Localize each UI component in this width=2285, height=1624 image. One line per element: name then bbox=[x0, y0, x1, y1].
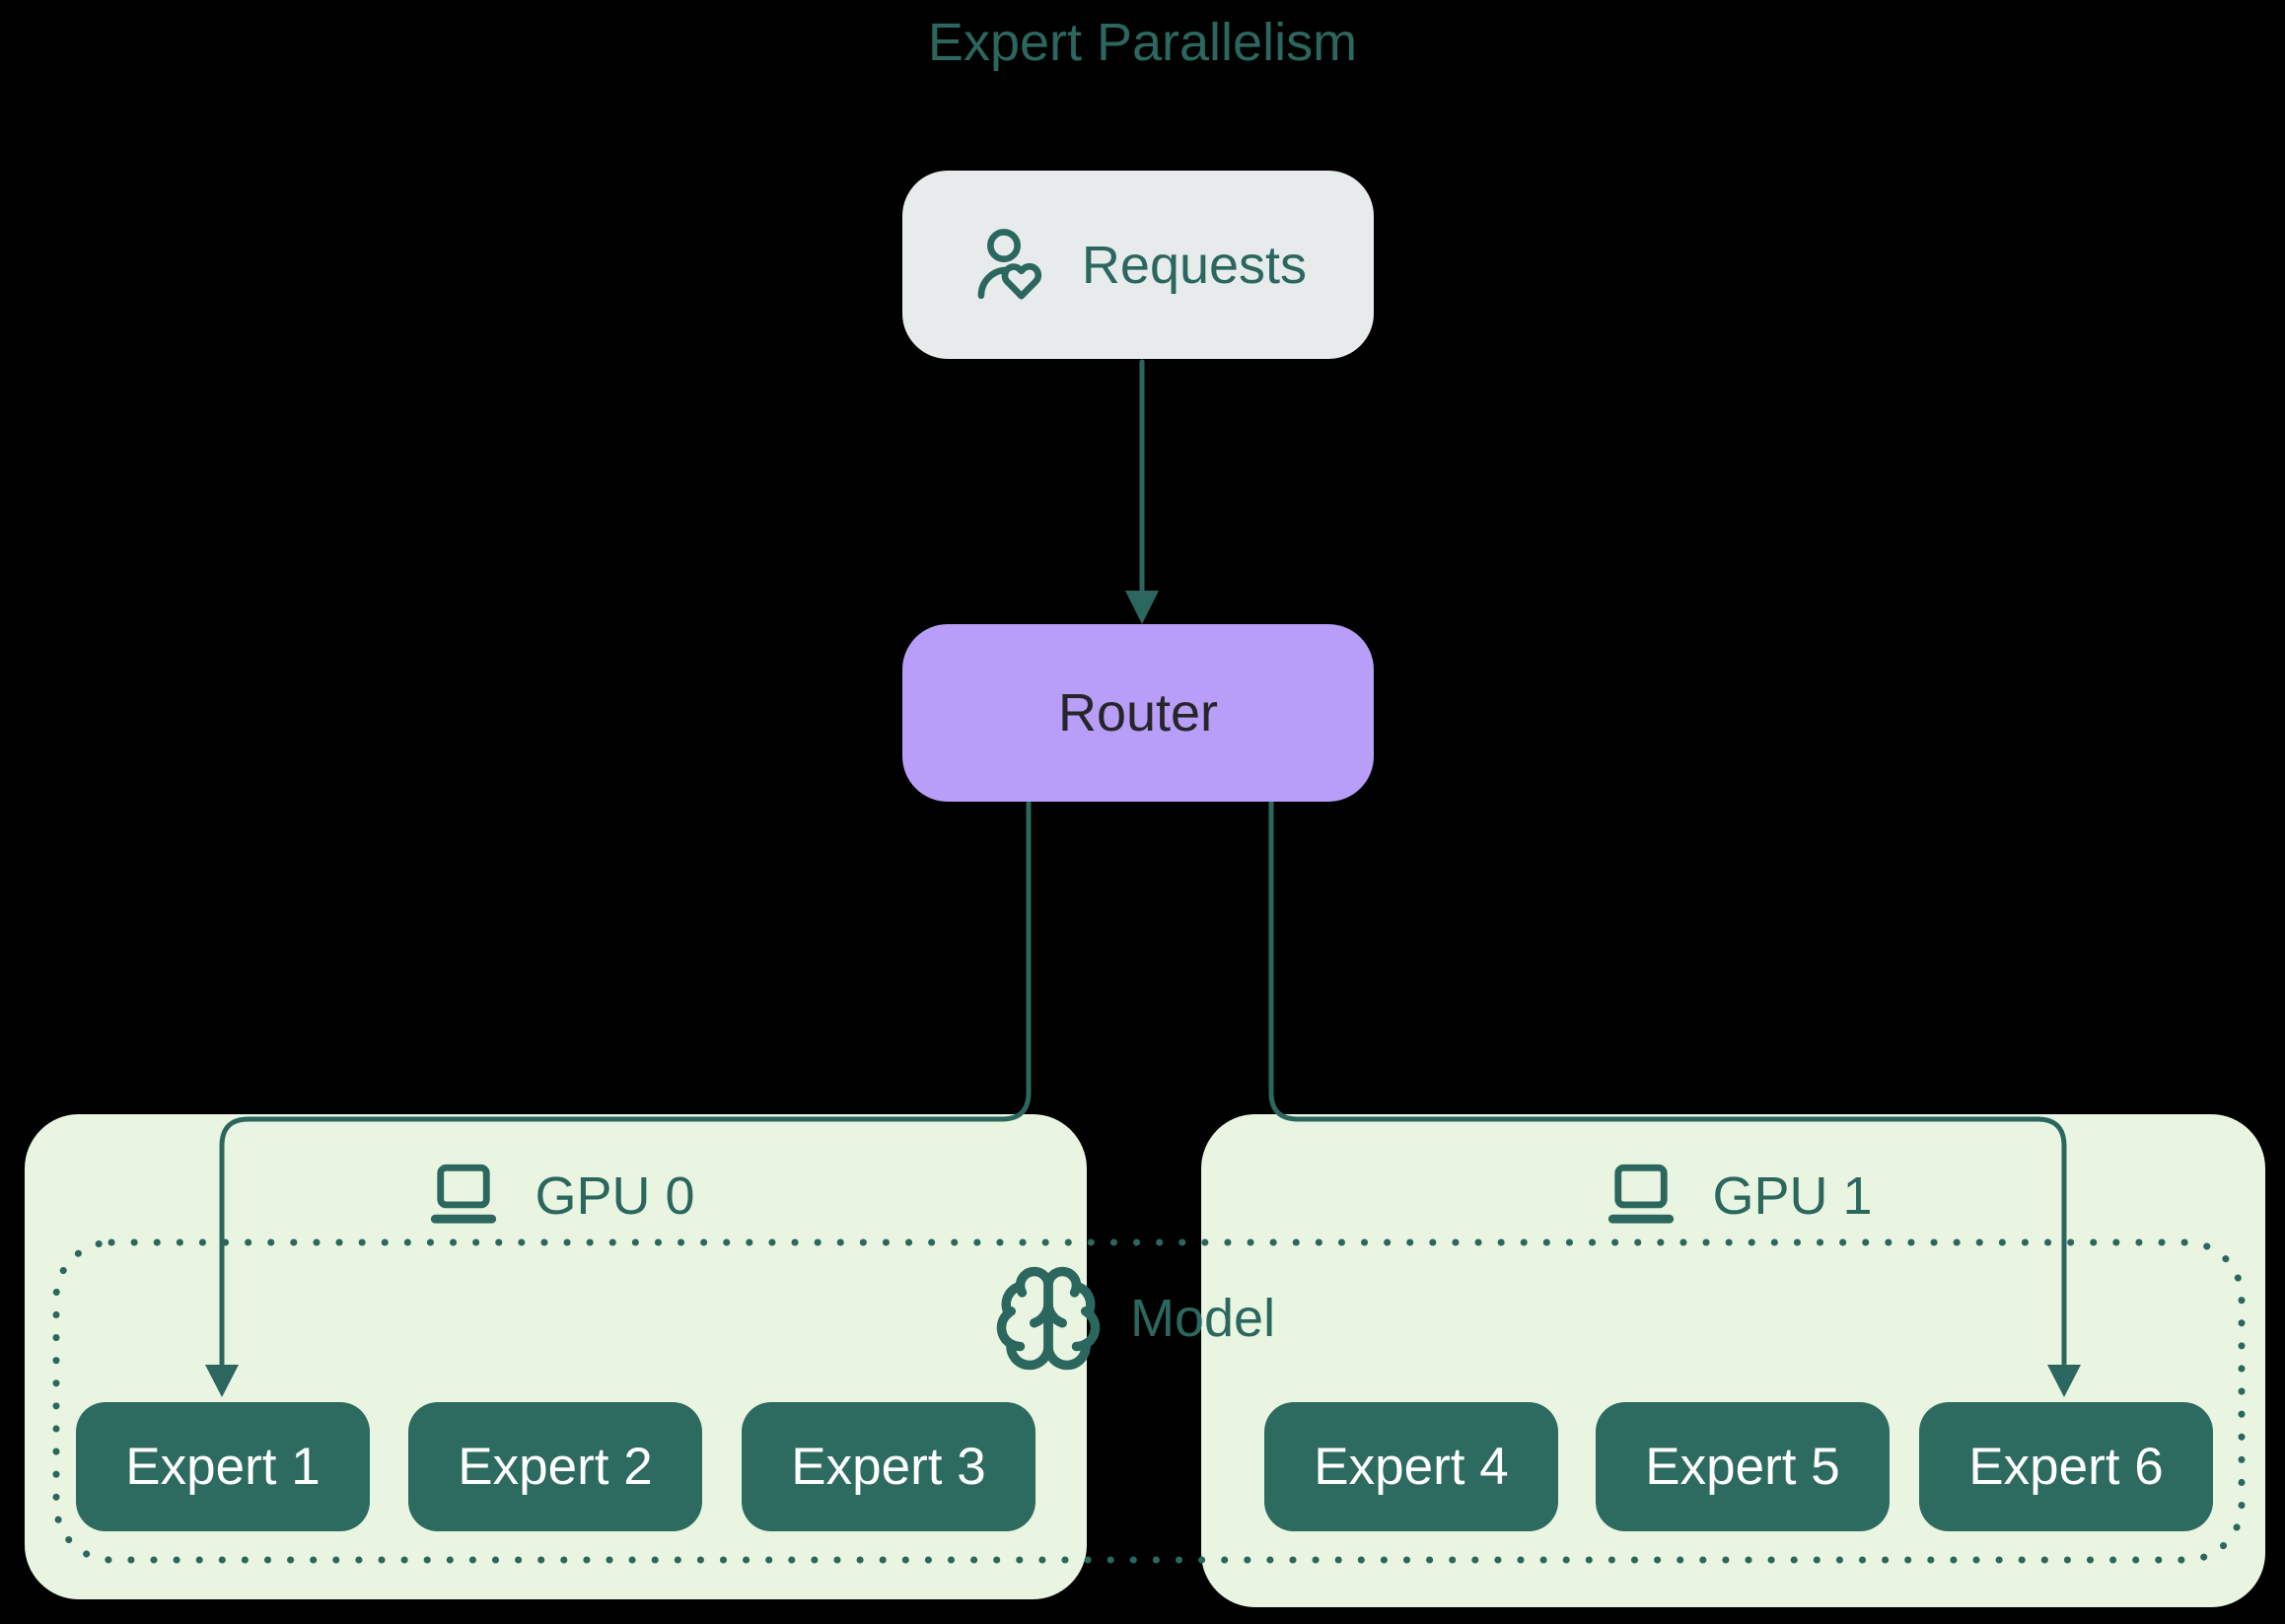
laptop-icon bbox=[1608, 1164, 1675, 1224]
requests-node: Requests bbox=[902, 171, 1374, 359]
router-node: Router bbox=[902, 624, 1374, 802]
expert-2-box: Expert 2 bbox=[408, 1402, 702, 1531]
brain-icon bbox=[996, 1266, 1101, 1371]
expert-6-box: Expert 6 bbox=[1919, 1402, 2213, 1531]
expert-4-label: Expert 4 bbox=[1314, 1438, 1509, 1496]
arrowhead-expert6 bbox=[2047, 1365, 2081, 1397]
router-to-expert6-connector bbox=[1268, 800, 2067, 1367]
router-to-expert1-connector bbox=[219, 800, 1032, 1367]
expert-4-box: Expert 4 bbox=[1264, 1402, 1558, 1531]
expert-5-label: Expert 5 bbox=[1645, 1438, 1840, 1496]
diagram-title: Expert Parallelism bbox=[927, 13, 1358, 72]
gpu-1-label: GPU 1 bbox=[1712, 1166, 1873, 1226]
requests-label: Requests bbox=[1081, 235, 1308, 295]
expert-3-label: Expert 3 bbox=[791, 1438, 986, 1496]
arrowhead-expert1 bbox=[205, 1365, 239, 1397]
expert-1-label: Expert 1 bbox=[125, 1438, 321, 1496]
gpu-0-label: GPU 0 bbox=[535, 1166, 695, 1226]
gpu-1-header: GPU 1 bbox=[1201, 1152, 2265, 1240]
expert-5-box: Expert 5 bbox=[1596, 1402, 1890, 1531]
arrowhead-router bbox=[1125, 591, 1159, 624]
model-label-group: Model bbox=[992, 1252, 1275, 1384]
model-label: Model bbox=[1130, 1289, 1276, 1348]
user-heart-icon bbox=[977, 228, 1042, 299]
router-label: Router bbox=[1057, 683, 1219, 742]
expert-3-box: Expert 3 bbox=[742, 1402, 1035, 1531]
gpu-0-header: GPU 0 bbox=[25, 1152, 1087, 1240]
expert-6-label: Expert 6 bbox=[1968, 1438, 2164, 1496]
expert-1-box: Expert 1 bbox=[76, 1402, 370, 1531]
laptop-icon bbox=[431, 1164, 497, 1224]
expert-2-label: Expert 2 bbox=[458, 1438, 653, 1496]
